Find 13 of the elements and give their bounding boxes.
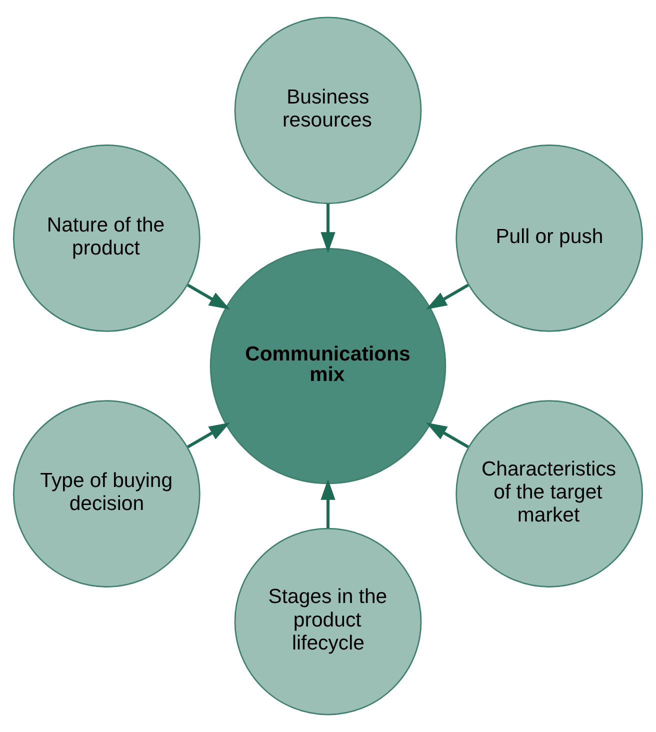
- arrow: [426, 422, 469, 448]
- arrow: [187, 284, 230, 310]
- arrow: [320, 204, 336, 254]
- node-circle: Pull or push: [456, 144, 643, 332]
- node-circle: Stages in the product lifecycle: [234, 528, 422, 716]
- node-circle: Type of buying decision: [13, 400, 200, 588]
- node-circle: Characteristics of the target market: [456, 400, 643, 588]
- node-circle: Communications mix: [210, 248, 446, 484]
- node-circle: Business resources: [234, 16, 422, 204]
- arrow: [187, 422, 230, 448]
- node-circle: Nature of the product: [13, 144, 200, 332]
- arrow: [320, 478, 336, 528]
- arrow: [426, 284, 469, 310]
